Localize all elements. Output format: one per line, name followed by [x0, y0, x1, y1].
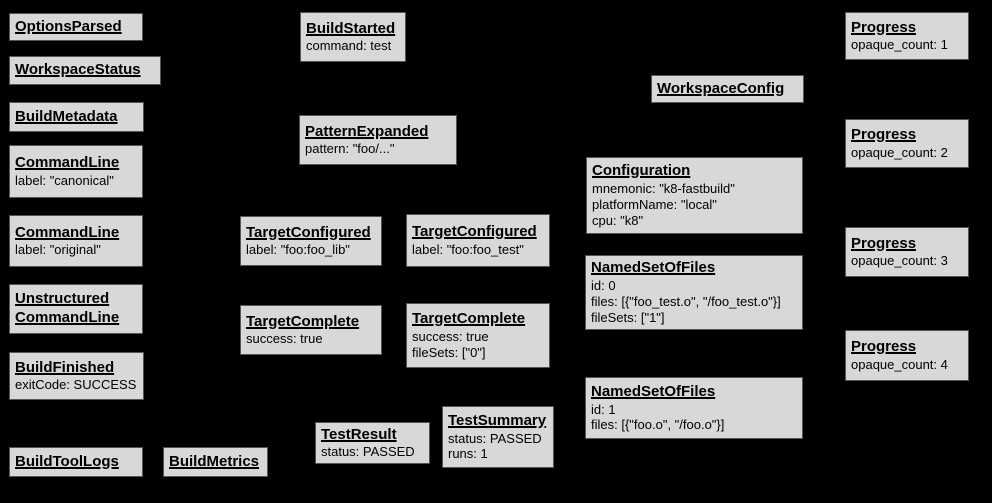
- node-workspace-status: WorkspaceStatus: [9, 56, 161, 85]
- node-title: BuildToolLogs: [15, 452, 119, 470]
- node-title: TestResult: [321, 425, 397, 443]
- node-title: BuildStarted: [306, 19, 396, 37]
- node-title: TestSummary: [448, 411, 547, 429]
- node-title: Progress: [851, 338, 917, 356]
- node-target-configured-foo-test: TargetConfigured label: "foo:foo_test": [406, 214, 550, 267]
- node-progress-2: Progress opaque_count: 2: [845, 119, 969, 168]
- node-title: WorkspaceConfig: [657, 79, 785, 97]
- node-attr-line: label: "foo:foo_test": [412, 241, 524, 257]
- node-attr-line: success: true: [246, 331, 323, 347]
- node-build-finished: BuildFinished exitCode: SUCCESS: [9, 352, 144, 400]
- node-attr-line: opaque_count: 4: [851, 356, 948, 372]
- node-progress-1: Progress opaque_count: 1: [845, 12, 969, 60]
- node-unstructured-command-line: Unstructured CommandLine: [9, 284, 143, 334]
- node-title: CommandLine: [15, 223, 120, 241]
- node-attr-line: cpu: "k8": [592, 212, 644, 228]
- node-title: NamedSetOfFiles: [591, 259, 716, 277]
- node-named-set-of-files-1: NamedSetOfFiles id: 1 files: [{"foo.o", …: [585, 377, 803, 439]
- node-attr-line: status: PASSED: [448, 430, 542, 446]
- node-target-complete-foo-lib: TargetComplete success: true: [240, 305, 382, 355]
- node-attr-line: status: PASSED: [321, 444, 415, 460]
- node-title: TargetConfigured: [246, 223, 371, 241]
- node-title: Progress: [851, 234, 917, 252]
- node-test-summary: TestSummary status: PASSED runs: 1: [442, 406, 554, 468]
- node-attr-line: label: "foo:foo_lib": [246, 242, 350, 258]
- node-attr-line: opaque_count: 3: [851, 253, 948, 269]
- node-attr-line: id: 0: [591, 278, 616, 294]
- node-title: Progress: [851, 126, 917, 144]
- node-attr-line: files: [{"foo.o", "/foo.o"}]: [591, 417, 725, 433]
- node-target-configured-foo-lib: TargetConfigured label: "foo:foo_lib": [240, 216, 382, 266]
- node-command-line-canonical: CommandLine label: "canonical": [9, 145, 143, 198]
- node-build-metadata: BuildMetadata: [9, 102, 144, 132]
- node-build-metrics: BuildMetrics: [163, 447, 268, 477]
- node-attr-line: success: true: [412, 329, 489, 345]
- node-title: BuildFinished: [15, 358, 115, 376]
- node-attr-line: mnemonic: "k8-fastbuild": [592, 181, 735, 197]
- node-attr-line: label: "canonical": [15, 172, 114, 188]
- node-attr-line: platformName: "local": [592, 196, 717, 212]
- node-attr-line: command: test: [306, 38, 392, 54]
- node-title: TargetComplete: [246, 312, 360, 330]
- node-title: OptionsParsed: [15, 17, 122, 35]
- node-command-line-original: CommandLine label: "original": [9, 215, 143, 267]
- node-target-complete-foo-test: TargetComplete success: true fileSets: […: [406, 303, 550, 368]
- node-progress-4: Progress opaque_count: 4: [845, 330, 969, 381]
- node-title: Progress: [851, 18, 917, 36]
- node-title: Unstructured CommandLine: [15, 290, 120, 326]
- node-title: BuildMetrics: [169, 452, 260, 470]
- node-build-tool-logs: BuildToolLogs: [9, 447, 143, 477]
- node-attr-line: runs: 1: [448, 446, 488, 462]
- node-configuration: Configuration mnemonic: "k8-fastbuild" p…: [586, 157, 803, 234]
- node-attr-line: opaque_count: 1: [851, 37, 948, 53]
- node-test-result: TestResult status: PASSED: [315, 422, 430, 464]
- node-title: Configuration: [592, 162, 691, 180]
- node-title: PatternExpanded: [305, 122, 429, 140]
- node-named-set-of-files-0: NamedSetOfFiles id: 0 files: [{"foo_test…: [585, 255, 803, 330]
- node-progress-3: Progress opaque_count: 3: [845, 227, 969, 277]
- node-options-parsed: OptionsParsed: [9, 13, 143, 41]
- node-workspace-config: WorkspaceConfig: [651, 75, 804, 103]
- node-title: TargetConfigured: [412, 223, 537, 241]
- node-title: BuildMetadata: [15, 107, 118, 125]
- node-build-started: BuildStarted command: test: [300, 12, 406, 62]
- node-attr-line: opaque_count: 2: [851, 144, 948, 160]
- node-attr-line: exitCode: SUCCESS: [15, 377, 137, 393]
- node-title: WorkspaceStatus: [15, 61, 141, 79]
- node-attr-line: files: [{"foo_test.o", "/foo_test.o"}]: [591, 293, 781, 309]
- node-attr-line: fileSets: ["1"]: [591, 309, 665, 325]
- node-attr-line: fileSets: ["0"]: [412, 344, 486, 360]
- node-title: TargetComplete: [412, 310, 526, 328]
- node-attr-line: id: 1: [591, 401, 616, 417]
- node-pattern-expanded: PatternExpanded pattern: "foo/...": [299, 115, 457, 165]
- node-attr-line: pattern: "foo/...": [305, 141, 395, 157]
- node-title: CommandLine: [15, 154, 120, 172]
- node-attr-line: label: "original": [15, 242, 101, 258]
- node-title: NamedSetOfFiles: [591, 382, 716, 400]
